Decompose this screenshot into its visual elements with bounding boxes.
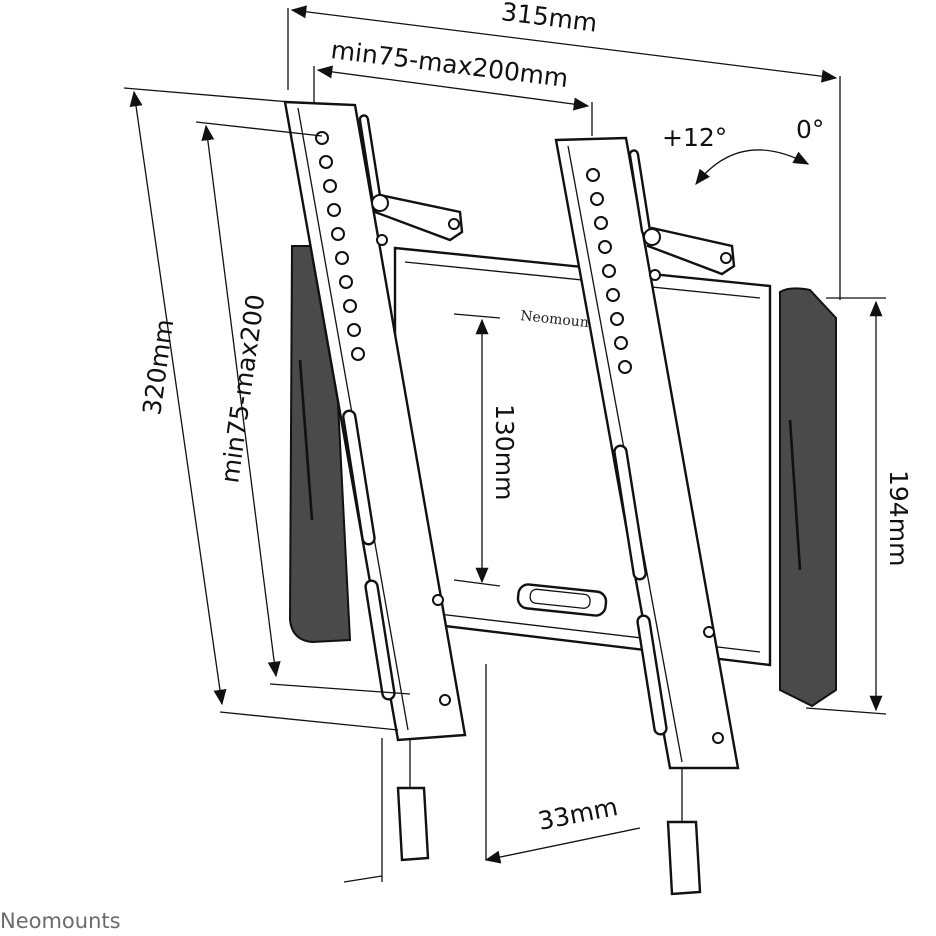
label-overall-width: 315mm xyxy=(500,0,599,38)
dimension-pad-height: 194mm xyxy=(805,297,913,715)
label-plate-height: 130mm xyxy=(490,404,519,500)
brand-logo: Neomounts xyxy=(0,909,121,933)
label-vesa-height: min75-max200 xyxy=(215,292,270,484)
label-pad-height: 194mm xyxy=(884,470,913,566)
label-vesa-width: min75-max200mm xyxy=(329,35,570,93)
label-wall-distance: 33mm xyxy=(536,792,621,836)
label-tilt-plus: +12° xyxy=(662,123,727,152)
right-wall-pad xyxy=(779,287,837,708)
dimension-plate-height: 130mm xyxy=(453,313,519,587)
left-mounting-arm xyxy=(283,100,467,742)
right-safety-pull xyxy=(666,768,702,896)
left-safety-pull xyxy=(396,740,430,862)
wall-plate: Neomounts xyxy=(393,246,772,667)
label-tilt-zero: 0° xyxy=(796,115,824,144)
tilt-indicator: +12° 0° xyxy=(662,115,824,186)
right-mounting-arm xyxy=(554,136,740,770)
